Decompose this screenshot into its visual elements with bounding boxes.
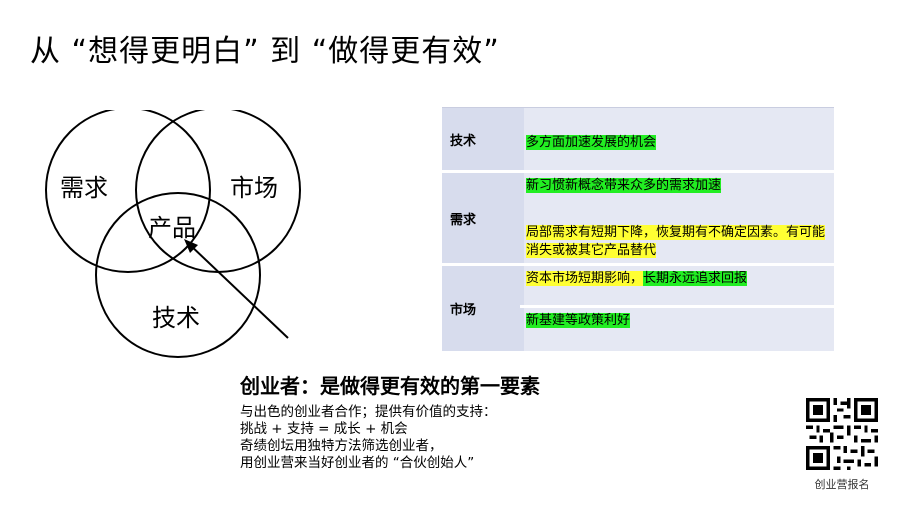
venn-label-demand: 需求 xyxy=(60,174,108,202)
venn-label-product: 产品 xyxy=(148,214,196,242)
venn-diagram: 需求 市场 产品 技术 xyxy=(40,107,310,370)
section-heading: 创业者：是做得更有效的第一要素 xyxy=(240,374,540,398)
body-text: 与出色的创业者合作；提供有价值的支持： 挑战 + 支持 = 成长 + 机会 奇绩… xyxy=(240,404,497,472)
text-segment: 新习惯新概念带来众多的需求加速 xyxy=(526,178,722,193)
table-row-header-tech: 技术 xyxy=(442,108,524,170)
table-cell-market-1: 资本市场短期影响，长期永远追求回报 xyxy=(520,266,834,292)
body-line: 与出色的创业者合作；提供有价值的支持： xyxy=(240,404,497,420)
table-cell-demand-2: 局部需求有短期下降，恢复期有不确定因素。有可能消失或被其它产品替代 xyxy=(520,220,834,264)
table-cell-market-2: 新基建等政策利好 xyxy=(520,308,834,334)
table-subrow-divider xyxy=(520,305,834,308)
table-row-header-market: 市场 xyxy=(442,266,524,351)
table-row-divider xyxy=(442,263,834,266)
table-cell-demand-1: 新习惯新概念带来众多的需求加速 xyxy=(520,173,834,199)
qr-caption: 创业营报名 xyxy=(814,478,870,491)
venn-arrow xyxy=(187,242,289,339)
factor-table: 技术 多方面加速发展的机会 需求 新习惯新概念带来众多的需求加速 局部需求有短期… xyxy=(442,107,834,351)
text-segment: 长期永远追求回报 xyxy=(643,271,748,286)
body-line: 奇绩创坛用独特方法筛选创业者， xyxy=(240,438,443,454)
text-segment: 多方面加速发展的机会 xyxy=(526,135,657,150)
table-row-divider xyxy=(442,170,834,173)
text-segment: 资本市场短期影响， xyxy=(526,271,644,286)
body-line: 用创业营来当好创业者的 “合伙创始人” xyxy=(240,455,475,471)
text-segment: 局部需求有短期下降，恢复期有不确定因素。有可能消失或被其它产品替代 xyxy=(526,225,826,258)
venn-arrow-head xyxy=(184,239,198,253)
table-row-header-demand: 需求 xyxy=(442,173,524,263)
body-line: 挑战 + 支持 = 成长 + 机会 xyxy=(240,421,408,437)
slide-title: 从 “想得更明白” 到 “做得更有效” xyxy=(30,34,500,69)
venn-label-tech: 技术 xyxy=(152,304,200,332)
venn-label-market: 市场 xyxy=(230,174,278,202)
venn-circle-tech xyxy=(95,192,261,358)
text-segment: 新基建等政策利好 xyxy=(526,313,631,328)
table-cell-tech-1: 多方面加速发展的机会 xyxy=(520,130,834,156)
qr-code-image[interactable] xyxy=(806,398,878,470)
